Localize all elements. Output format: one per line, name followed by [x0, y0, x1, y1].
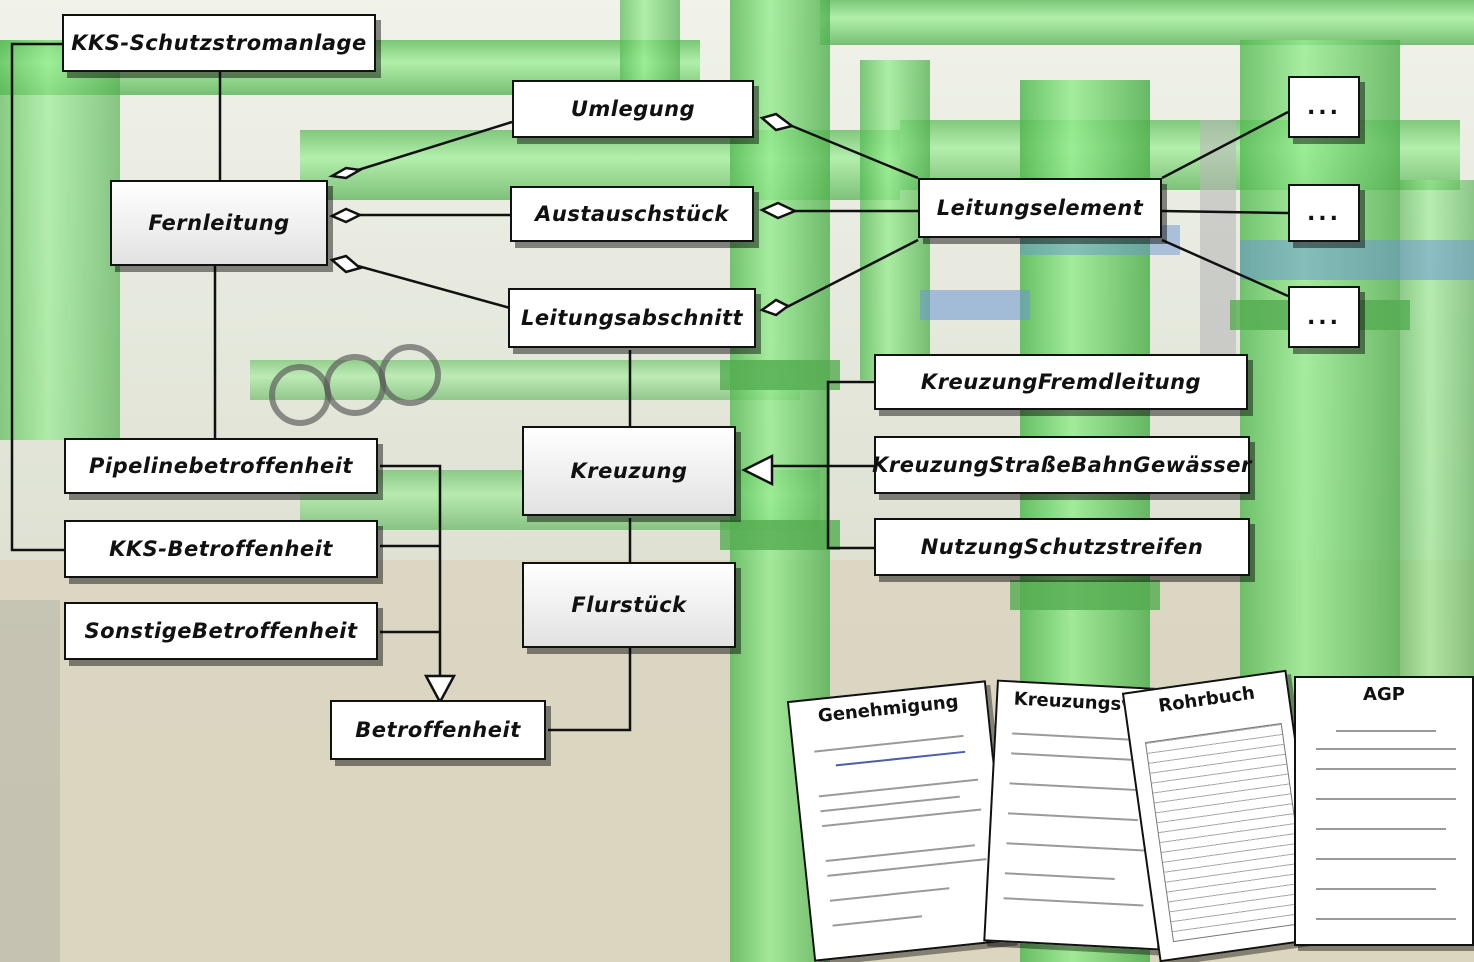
text-line	[1316, 828, 1446, 830]
text-line	[1009, 782, 1150, 792]
text-line	[1003, 897, 1144, 907]
class-kks-schutzstromanlage[interactable]: KKS-Schutzstromanlage	[62, 14, 376, 72]
stamp-line	[835, 750, 966, 767]
text-line	[1316, 798, 1456, 800]
class-label: KreuzungStraßeBahnGewässer	[872, 453, 1252, 477]
class-nutzung-schutzstreifen[interactable]: NutzungSchutzstreifen	[874, 518, 1250, 576]
class-leitungsabschnitt[interactable]: Leitungsabschnitt	[508, 288, 756, 348]
text-line	[1007, 812, 1138, 822]
text-line	[1316, 768, 1456, 770]
class-label: Betroffenheit	[355, 718, 521, 742]
class-label: Fernleitung	[148, 211, 290, 235]
class-leitungselement[interactable]: Leitungselement	[918, 178, 1162, 238]
text-line	[832, 915, 923, 927]
class-kreuzung[interactable]: Kreuzung	[522, 426, 736, 516]
text-line	[825, 844, 976, 862]
class-label: ...	[1306, 200, 1342, 226]
class-more-3[interactable]: ...	[1288, 286, 1360, 348]
class-kks-betroffenheit[interactable]: KKS-Betroffenheit	[64, 520, 378, 578]
class-label: KreuzungFremdleitung	[920, 370, 1202, 394]
text-line	[1316, 858, 1456, 860]
class-label: ...	[1306, 304, 1342, 330]
class-fernleitung[interactable]: Fernleitung	[110, 180, 328, 266]
class-pipelinebetroffenheit[interactable]: Pipelinebetroffenheit	[64, 438, 378, 494]
text-line	[827, 858, 987, 877]
class-more-1[interactable]: ...	[1288, 76, 1360, 138]
class-betroffenheit[interactable]: Betroffenheit	[330, 700, 546, 760]
class-label: ...	[1306, 94, 1342, 120]
class-kreuzung-strasse-bahn-gewaesser[interactable]: KreuzungStraßeBahnGewässer	[872, 436, 1252, 494]
document-title: AGP	[1363, 684, 1405, 705]
class-label: Leitungsabschnitt	[520, 306, 744, 330]
class-kreuzung-fremdleitung[interactable]: KreuzungFremdleitung	[874, 354, 1248, 410]
class-flurstueck[interactable]: Flurstück	[522, 562, 736, 648]
document-agp[interactable]: AGP	[1294, 676, 1474, 946]
class-label: Leitungselement	[936, 196, 1144, 220]
class-label: NutzungSchutzstreifen	[920, 535, 1204, 559]
class-sonstige-betroffenheit[interactable]: SonstigeBetroffenheit	[64, 602, 378, 660]
text-line	[1011, 752, 1132, 761]
class-umlegung[interactable]: Umlegung	[512, 80, 754, 138]
text-line	[1336, 730, 1436, 732]
text-line	[1004, 872, 1115, 881]
class-label: Austauschstück	[535, 202, 729, 226]
text-line	[820, 795, 960, 813]
class-label: KKS-Betroffenheit	[109, 537, 333, 561]
text-line	[818, 778, 979, 798]
text-line	[1006, 842, 1147, 852]
text-line	[1316, 918, 1456, 920]
class-label: KKS-Schutzstromanlage	[71, 31, 367, 55]
class-more-2[interactable]: ...	[1288, 184, 1360, 242]
class-label: Umlegung	[570, 97, 696, 121]
text-line	[829, 887, 950, 902]
class-label: Pipelinebetroffenheit	[89, 454, 353, 478]
text-line	[1316, 748, 1456, 750]
class-austauschstueck[interactable]: Austauschstück	[510, 186, 754, 242]
class-label: Flurstück	[571, 593, 687, 617]
text-line	[814, 734, 964, 753]
document-genehmigung[interactable]: Genehmigung	[786, 680, 1014, 962]
text-line	[1316, 888, 1436, 890]
table-grid	[1144, 722, 1310, 943]
class-label: Kreuzung	[570, 459, 688, 483]
class-label: SonstigeBetroffenheit	[84, 619, 358, 643]
text-line	[822, 808, 982, 828]
